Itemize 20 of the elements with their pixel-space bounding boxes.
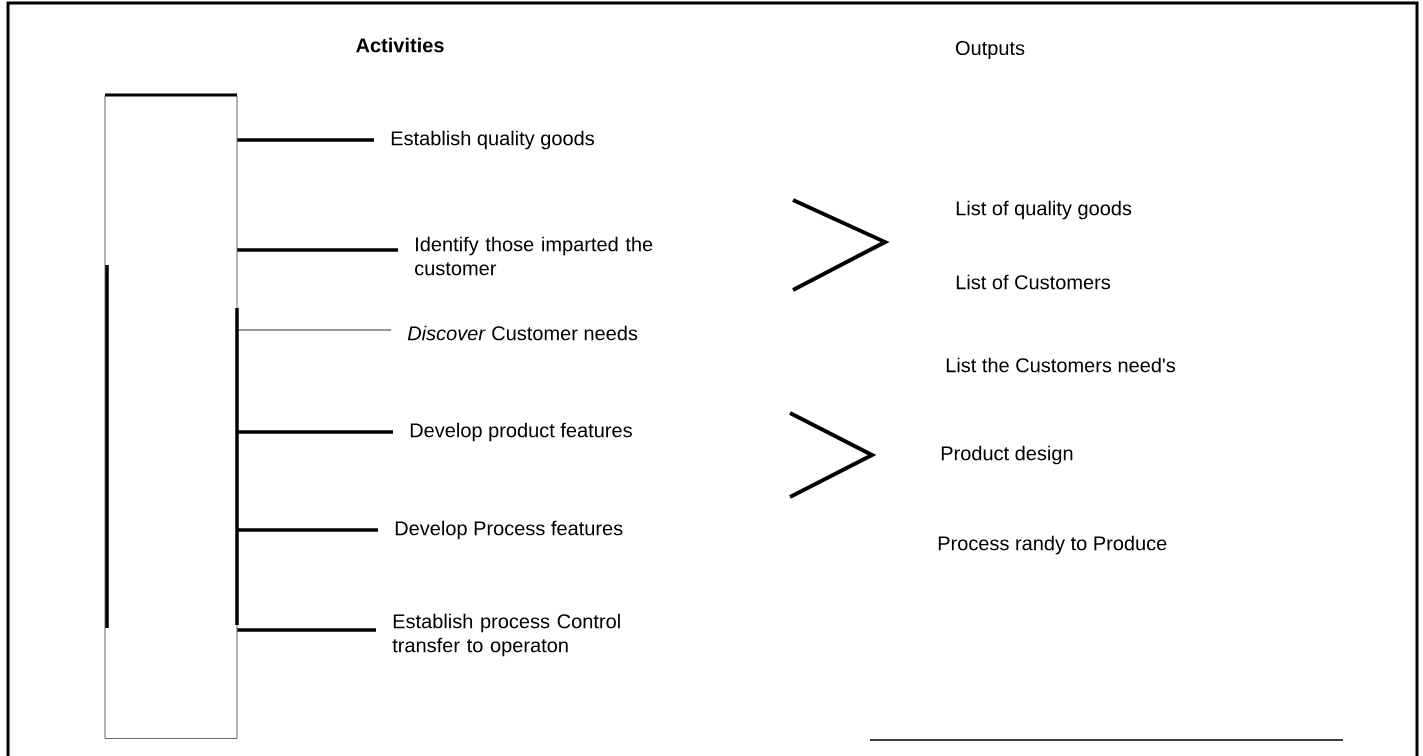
activity-text: Establish process Control transfer to operaton	[392, 613, 620, 657]
activity-text: Discover Customer needs	[407, 325, 638, 341]
connector-line	[237, 138, 374, 142]
output-text: List of Customers	[956, 274, 1111, 290]
connector-line	[237, 628, 376, 632]
output-text: List the Customers need's	[946, 357, 1176, 373]
heading: Outputs	[955, 40, 1025, 60]
output-text: List of quality goods	[956, 200, 1132, 220]
connector-line	[237, 248, 398, 252]
connector-line	[237, 430, 393, 434]
heading: Activities	[356, 37, 444, 53]
output-text: Process randy to Produce	[938, 535, 1167, 555]
connector-line	[237, 528, 378, 532]
activity-text: Develop Process features	[395, 520, 623, 540]
output-text: Product design	[941, 445, 1073, 465]
side-panel	[104, 95, 238, 739]
activity-text: Identify those imparted the customer	[415, 236, 653, 276]
connector-line	[236, 329, 392, 331]
activity-text: Establish quality goods	[391, 130, 594, 150]
activity-text: Develop product features	[410, 422, 632, 442]
